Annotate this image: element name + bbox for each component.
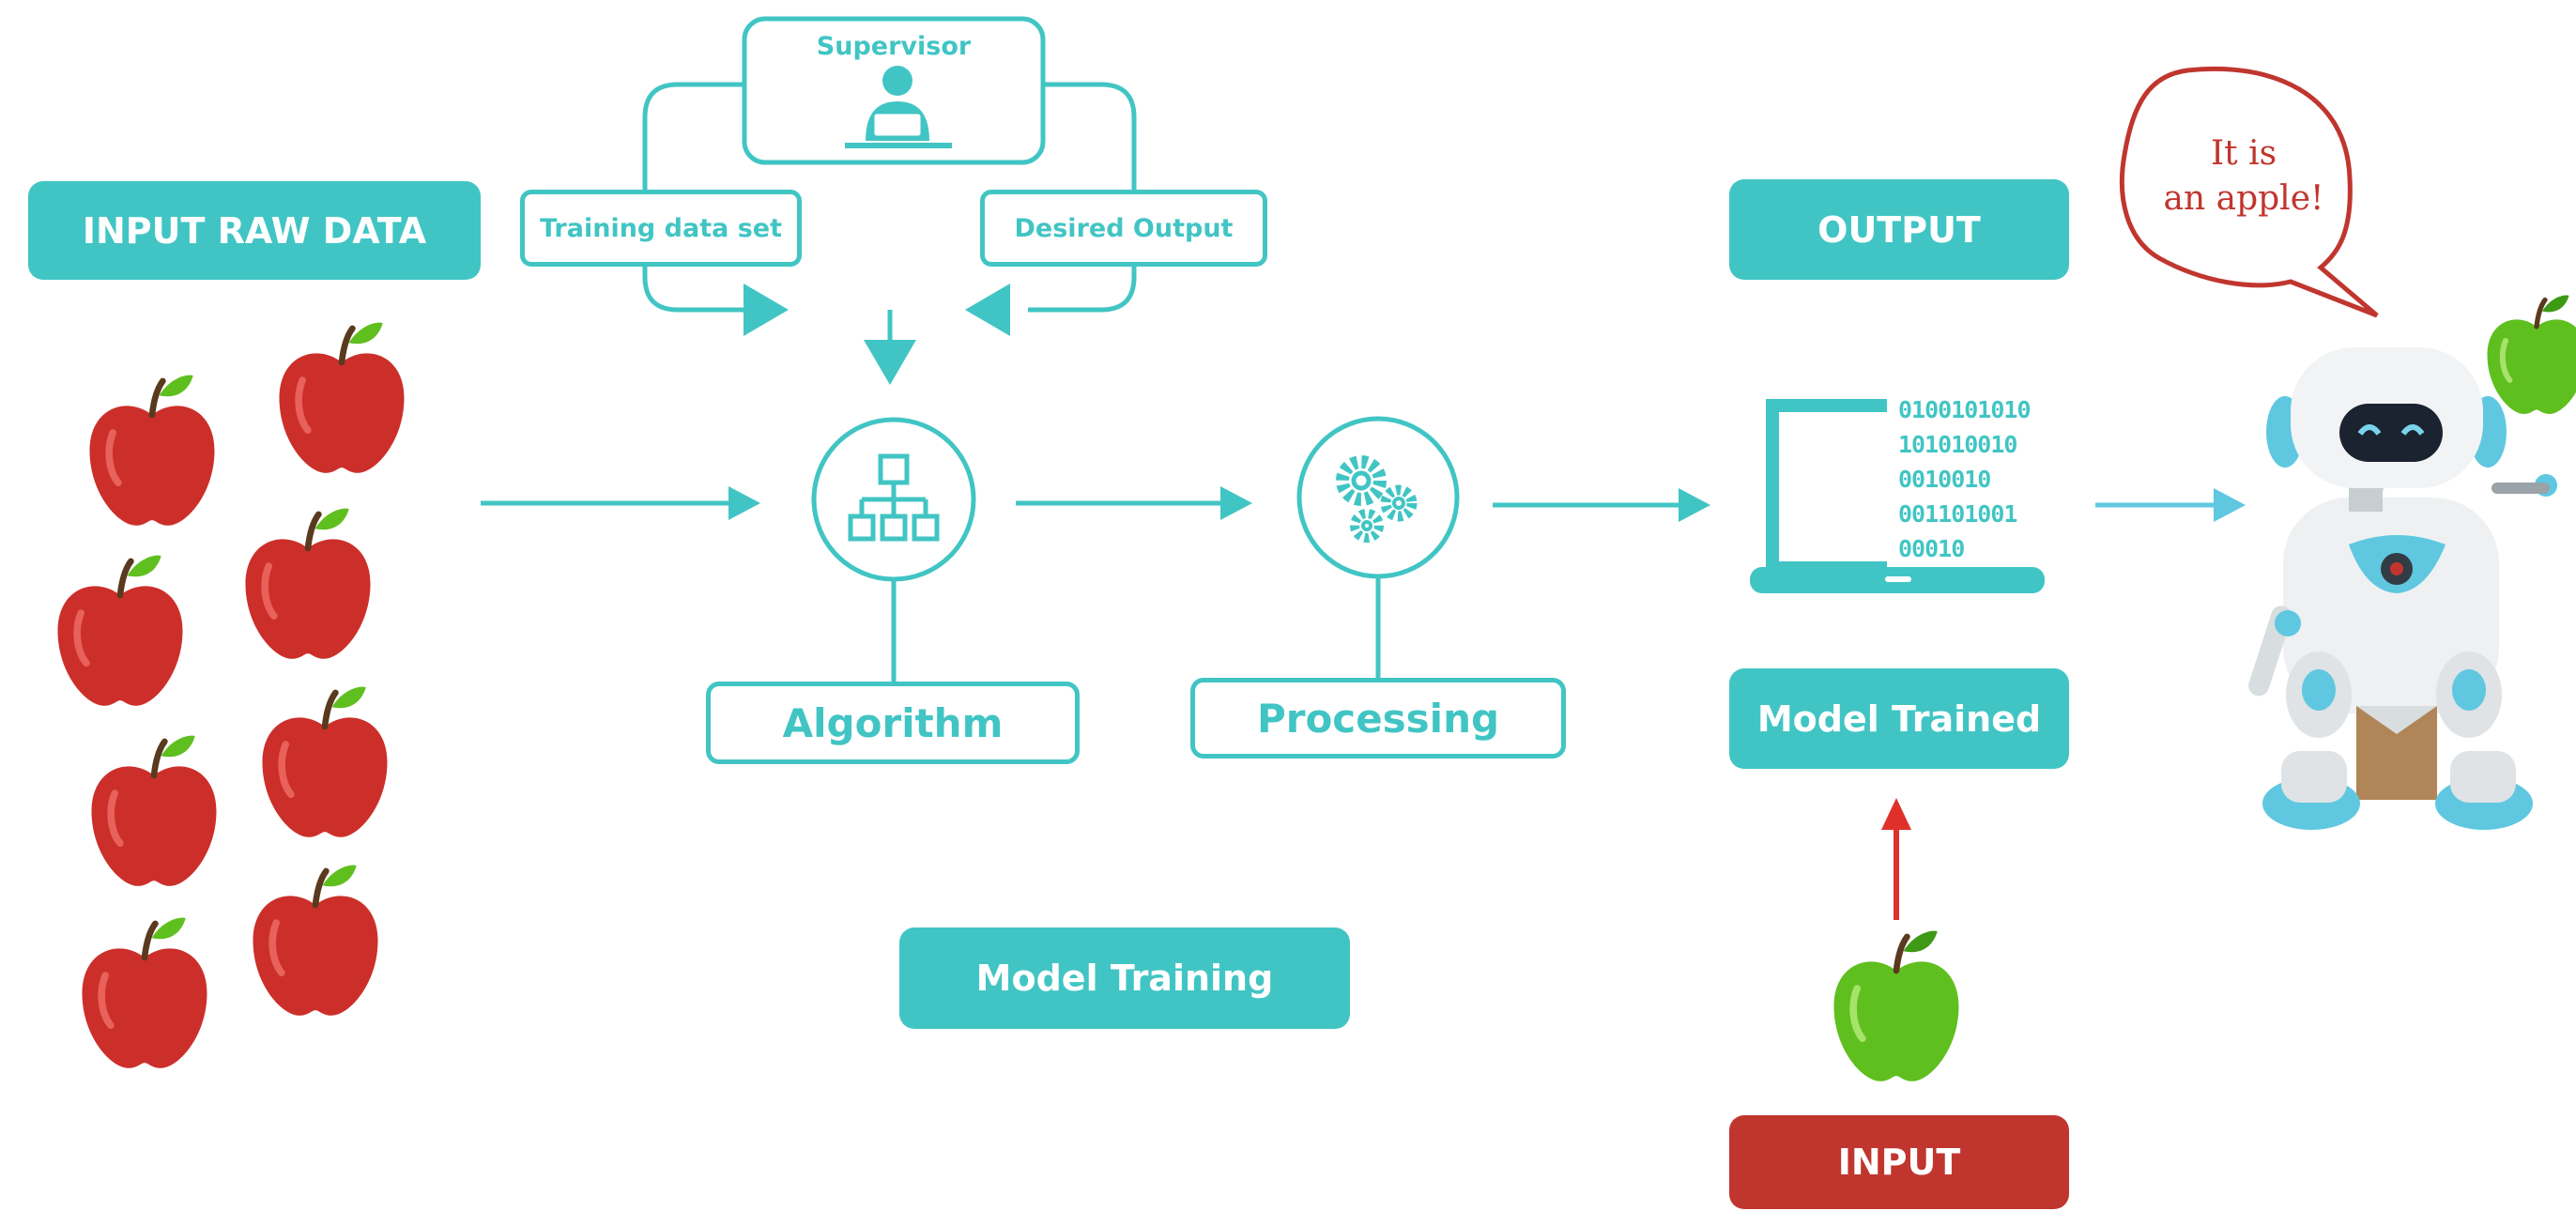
desired-output-label: Desired Output [980, 190, 1267, 267]
binary-line: 001101001 [1898, 500, 2017, 528]
binary-line: 0010010 [1898, 466, 1991, 493]
apple-icon [280, 323, 405, 473]
model-trained-label: Model Trained [1729, 668, 2069, 769]
person-at-desk-icon [845, 66, 952, 148]
model-training-label: Model Training [899, 927, 1350, 1029]
hierarchy-icon [848, 453, 940, 542]
training-data-set-label: Training data set [520, 190, 802, 267]
arrowhead [1220, 486, 1252, 520]
apple-icon [263, 687, 388, 837]
apple-icon [83, 918, 207, 1068]
apple-icon [90, 376, 215, 526]
input-raw-data-label: INPUT RAW DATA [28, 181, 481, 280]
input-label: INPUT [1729, 1115, 2069, 1209]
processing-label: Processing [1190, 678, 1566, 759]
gears-icon [1336, 455, 1418, 543]
robot-illustration [2248, 347, 2557, 830]
arrowhead [1881, 798, 1911, 830]
output-label: OUTPUT [1729, 179, 2069, 280]
apple-icon [57, 556, 182, 706]
arrowhead [728, 486, 760, 520]
speech-bubble-text: It is an apple! [2140, 131, 2347, 222]
speech-bubble [2119, 66, 2379, 318]
apple-icon [253, 866, 378, 1016]
speech-line: an apple! [2163, 179, 2324, 218]
speech-line: It is [2210, 134, 2277, 173]
arrowhead [1679, 488, 1710, 522]
green-apple-icon [1834, 931, 1959, 1081]
green-apple-icon [2488, 296, 2576, 414]
arrowhead [965, 284, 1010, 336]
binary-line: 00010 [1898, 535, 1965, 562]
arrowhead [2214, 488, 2246, 522]
binary-line: 101010010 [1898, 431, 2017, 458]
algorithm-label: Algorithm [706, 682, 1080, 764]
supervisor-label: Supervisor [816, 32, 972, 61]
laptop-icon [1750, 399, 2045, 593]
arrowhead [744, 284, 789, 336]
apple-icon [246, 509, 371, 659]
binary-output: 0100101010 101010010 0010010 001101001 0… [1898, 392, 2032, 566]
arrowhead [864, 340, 916, 385]
apple-icon [92, 736, 217, 886]
binary-line: 0100101010 [1898, 396, 2032, 423]
